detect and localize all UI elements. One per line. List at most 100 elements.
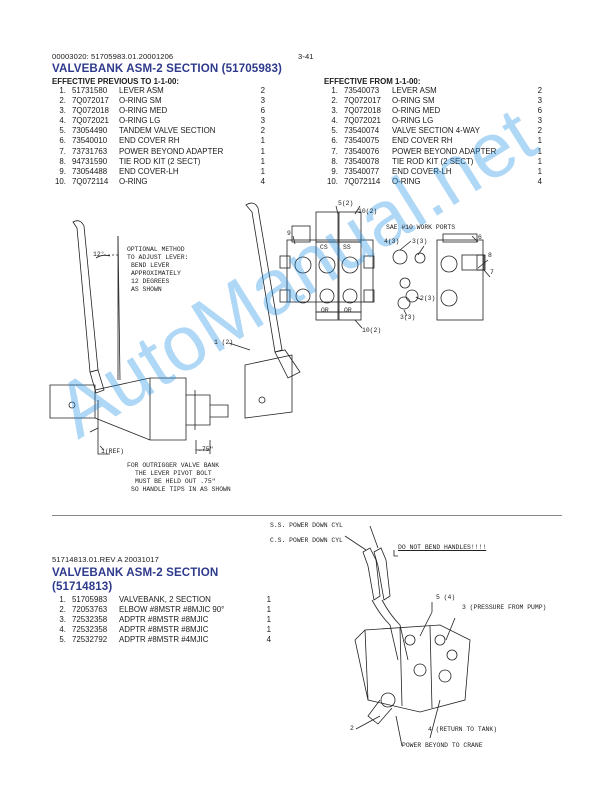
part-number: 7Q072018 (344, 106, 381, 116)
part-number: 94731590 (72, 156, 108, 166)
lower-lever-cs (362, 547, 381, 601)
part-number: 73054490 (72, 126, 108, 136)
item-number: 4. (59, 625, 66, 635)
lower-callout-4: 4 (RETURN TO TANK) (428, 726, 498, 733)
item-number: 8. (331, 156, 338, 166)
item-number: 9. (331, 166, 338, 176)
item-number: 10. (55, 176, 66, 186)
part-quantity: 3 (260, 96, 265, 106)
item-number: 1. (59, 595, 66, 604)
lever-callout: 1 (2) (214, 339, 234, 346)
part-description: ELBOW #8MSTR #8MJIC 90° (119, 605, 225, 615)
item-number: 4. (331, 116, 338, 126)
ref-label: 1(REF) (101, 448, 125, 455)
part-number: 73540074 (344, 126, 380, 136)
part-quantity: 6 (260, 106, 265, 116)
callout-6: 6 (478, 234, 482, 241)
section2-reference: 51714813.01.REV A 20031017 (52, 555, 159, 564)
part-number: 73731763 (72, 146, 108, 156)
dimension-label: .75" (198, 446, 214, 453)
part-description: O-RING LG (119, 116, 161, 126)
item-number: 9. (59, 166, 66, 176)
part-description: END COVER-LH (392, 166, 452, 176)
item-number: 10. (327, 176, 338, 186)
part-quantity: 1 (260, 166, 265, 176)
optional-method-line-1: OPTIONAL METHOD (127, 246, 185, 253)
part-description: ADPTR #8MSTR #8MJIC (119, 615, 209, 625)
part-number: 73540078 (344, 156, 380, 166)
sae-ports-label: SAE #10 WORK PORTS (386, 224, 456, 231)
callout-5: 5(2) (338, 200, 354, 207)
section-separator (52, 515, 562, 516)
section2-title-line-2: (51714813) (52, 580, 113, 593)
part-description: LEVER ASM (392, 86, 437, 95)
power-beyond-label: POWER BEYOND TO CRANE (402, 742, 483, 749)
item-number: 6. (331, 136, 338, 146)
item-number: 8. (59, 156, 66, 166)
callout-3-bottom: 3(3) (400, 314, 416, 321)
part-number: 7Q072114 (72, 176, 109, 186)
item-number: 7. (59, 146, 66, 156)
lower-lever-ss (373, 547, 391, 601)
item-number: 2. (59, 96, 66, 106)
part-quantity: 2 (260, 86, 265, 95)
part-quantity: 1 (266, 605, 271, 615)
outrigger-line-2: THE LEVER PIVOT BOLT (135, 470, 212, 477)
part-description: O-RING SM (392, 96, 435, 106)
part-number: 72053763 (72, 605, 108, 615)
list-item: 6. 73540075 END COVER RH 1 (324, 136, 546, 146)
item-number: 1. (59, 86, 66, 95)
part-number: 51705983 (72, 595, 108, 604)
item-number: 5. (59, 635, 66, 645)
part-number: 73540010 (72, 136, 108, 146)
angle-label: 12° (93, 251, 105, 258)
part-number: 51731580 (72, 86, 108, 95)
part-description: O-RING SM (119, 96, 162, 106)
left-list-heading: EFFECTIVE PREVIOUS TO 1-1-00: (52, 77, 180, 86)
part-number: 73540077 (344, 166, 380, 176)
item-number: 7. (331, 146, 338, 156)
callout-10-bottom: 10(2) (362, 327, 382, 334)
outrigger-note: FOR OUTRIGGER VALVE BANK THE LEVER PIVOT… (127, 462, 231, 494)
lower-valve-body (354, 624, 471, 713)
part-quantity: 1 (537, 136, 542, 146)
list-item: 7. 73731763 POWER BEYOND ADAPTER 1 (52, 147, 282, 157)
callout-2: 2(3) (420, 295, 436, 302)
page-number: 3-41 (298, 52, 314, 61)
part-quantity: 4 (537, 176, 542, 186)
part-number: 72532358 (72, 625, 108, 635)
part-description: TANDEM VALVE SECTION (119, 126, 216, 136)
warning-label: DO NOT BEND HANDLES!!!! (398, 544, 487, 551)
part-quantity: 1 (537, 146, 542, 156)
part-description: POWER BEYOND ADAPTER (392, 146, 497, 156)
part-description: END COVER RH (392, 136, 453, 146)
lower-callout-5: 5 (4) (436, 594, 456, 601)
callout-10-top: 10(2) (358, 208, 378, 215)
optional-method-line-2: TO ADJUST LEVER: (127, 254, 189, 261)
item-number: 1. (331, 86, 338, 95)
part-description: VALVEBANK, 2 SECTION (119, 595, 211, 604)
part-quantity: 1 (260, 146, 265, 156)
part-number: 72532358 (72, 615, 108, 625)
cs-label: CS (320, 244, 328, 251)
part-description: POWER BEYOND ADAPTER (119, 146, 224, 156)
optional-method-line-4: APPROXIMATELY (131, 270, 181, 277)
part-number: 73540075 (344, 136, 380, 146)
part-quantity: 1 (537, 156, 542, 166)
part-description: O-RING LG (392, 116, 434, 126)
part-quantity: 2 (537, 126, 542, 136)
part-number: 7Q072021 (344, 116, 381, 126)
or-label-2: OR (344, 307, 352, 314)
lower-callout-2: 2 (350, 725, 354, 732)
